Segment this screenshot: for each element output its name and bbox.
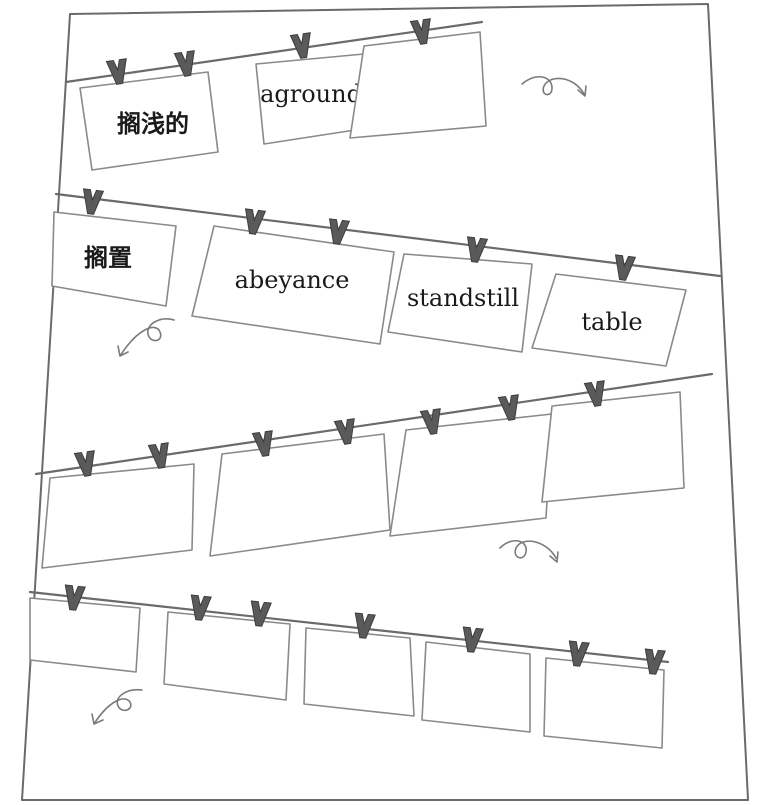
clothespin-icon xyxy=(354,612,376,639)
card-label: 搁浅的 xyxy=(117,110,189,138)
word-card xyxy=(541,391,685,503)
clothespin-icon xyxy=(583,380,605,407)
row-2: 搁置 abeyance standstill table xyxy=(51,188,722,367)
curly-arrow-left-icon xyxy=(91,688,143,725)
clothespin-icon xyxy=(173,50,195,77)
clothespin-icon xyxy=(462,626,484,653)
clothespin-icon xyxy=(328,218,351,245)
word-card xyxy=(51,211,177,307)
clothespin-icon xyxy=(289,32,311,59)
word-card xyxy=(29,597,141,673)
curly-arrow-right-icon xyxy=(499,540,559,563)
word-card xyxy=(349,31,487,139)
clothespin-icon xyxy=(190,594,212,621)
card-label: aground xyxy=(260,80,362,108)
clothespin-icon xyxy=(568,640,590,667)
clothespin-icon xyxy=(644,648,666,675)
clothespin-icon xyxy=(251,430,273,457)
word-card xyxy=(209,433,391,557)
clothesline xyxy=(64,20,484,84)
card-label: table xyxy=(581,308,642,336)
row-4 xyxy=(28,584,670,749)
clothespin-icon xyxy=(147,442,169,469)
word-card xyxy=(543,657,665,749)
word-card xyxy=(41,463,195,569)
card-label: abeyance xyxy=(235,266,350,294)
curly-arrow-right-icon xyxy=(521,76,587,97)
clothespin-icon xyxy=(73,450,95,477)
clothespin-icon xyxy=(333,418,355,445)
word-card xyxy=(163,611,291,701)
clothespin-icon xyxy=(244,208,267,235)
clothesline xyxy=(54,192,722,278)
card-label: standstill xyxy=(407,284,519,312)
word-card xyxy=(303,627,415,717)
clothespin-icon xyxy=(250,600,272,627)
clothespin-icon xyxy=(419,408,441,435)
clothespin-icon xyxy=(466,236,489,263)
word-card xyxy=(421,641,531,733)
word-card xyxy=(389,413,553,537)
card-label: 搁置 xyxy=(84,244,132,272)
clothespin-icon xyxy=(497,394,519,421)
clothespin-icon xyxy=(105,58,127,85)
word-card xyxy=(79,71,219,171)
clothespin-icon xyxy=(614,254,637,281)
word-card xyxy=(387,253,533,353)
clothespin-icon xyxy=(409,18,431,45)
row-3 xyxy=(34,372,714,569)
clothespin-icon xyxy=(64,584,86,611)
row-1: 搁浅的 aground xyxy=(64,18,587,171)
clothespin-icon xyxy=(82,188,105,215)
word-card xyxy=(531,273,687,367)
clothesline xyxy=(28,590,670,664)
curly-arrow-left-icon xyxy=(117,318,175,357)
